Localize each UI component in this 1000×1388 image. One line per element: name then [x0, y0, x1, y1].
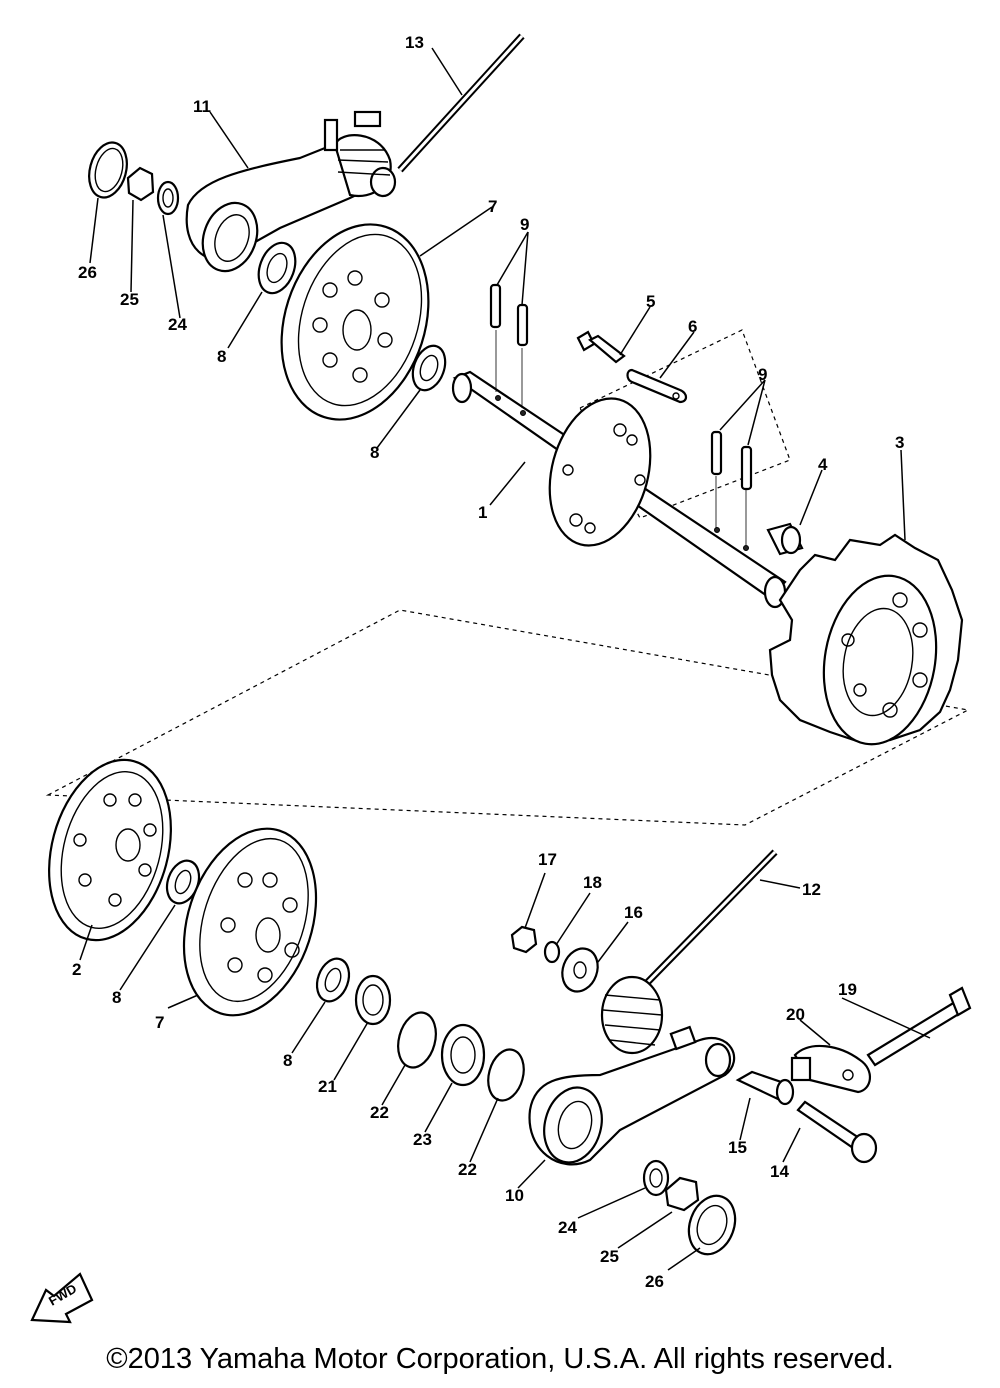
- forward-direction-arrow-icon: FWD: [30, 1272, 94, 1324]
- callout-19: 19: [838, 980, 857, 999]
- part-7-wheel: [182, 827, 318, 1017]
- callout-8: 8: [112, 988, 121, 1007]
- part-26-cap: [88, 141, 128, 199]
- callout-20: 20: [786, 1005, 805, 1024]
- callout-21: 21: [318, 1077, 337, 1096]
- part-20-bracket: [790, 1044, 871, 1094]
- torsion-spring: [600, 975, 664, 1055]
- part-25-nut: [126, 166, 155, 202]
- callout-8: 8: [370, 443, 379, 462]
- callout-12: 12: [802, 880, 821, 899]
- callout-leaders: [79, 47, 931, 1271]
- copyright-notice: ©2013 Yamaha Motor Corporation, U.S.A. A…: [106, 1343, 894, 1375]
- part-6-clip: [626, 368, 688, 404]
- part-11-arm: [185, 110, 397, 273]
- part-2-hub: [48, 758, 172, 942]
- callout-numbers: 13 11 7 9 5 6 9 4 3 1 26 25 24 8 8 2 8 7…: [72, 33, 904, 1291]
- callout-7: 7: [155, 1013, 164, 1032]
- callout-1: 1: [478, 503, 487, 522]
- part-25-nut: [664, 1176, 700, 1212]
- part-13-rod: [397, 33, 525, 173]
- callout-13: 13: [405, 33, 424, 52]
- part-24-washer: [156, 180, 180, 216]
- part-9-pins: [710, 430, 753, 545]
- part-23-bearing: [440, 1023, 486, 1087]
- part-26-cap: [687, 1194, 737, 1256]
- callout-8: 8: [283, 1051, 292, 1070]
- part-5-bolt: [576, 330, 626, 364]
- part-15-collar: [735, 1070, 795, 1106]
- part-4-collar: [766, 522, 804, 556]
- part-18-washer: [543, 940, 561, 964]
- callout-25: 25: [120, 290, 139, 309]
- callout-22: 22: [458, 1160, 477, 1179]
- callout-26: 26: [78, 263, 97, 282]
- callout-26: 26: [645, 1272, 664, 1291]
- part-22-circlip: [397, 1011, 437, 1069]
- part-10-arm: [528, 1025, 736, 1166]
- lower-assembly-frame: [45, 609, 970, 826]
- callout-23: 23: [413, 1130, 432, 1149]
- callout-3: 3: [895, 433, 904, 452]
- part-22-circlip: [487, 1048, 525, 1102]
- part-7-wheel: [280, 223, 430, 421]
- callout-9: 9: [520, 215, 529, 234]
- callout-22: 22: [370, 1103, 389, 1122]
- callout-4: 4: [818, 455, 828, 474]
- callout-15: 15: [728, 1138, 747, 1157]
- part-14-bolt: [796, 1100, 878, 1164]
- part-8-washer: [315, 957, 351, 1003]
- callout-24: 24: [168, 315, 187, 334]
- callout-16: 16: [624, 903, 643, 922]
- shaft-flange: [548, 397, 652, 547]
- callout-8: 8: [217, 347, 226, 366]
- callout-14: 14: [770, 1162, 789, 1181]
- callout-5: 5: [646, 292, 655, 311]
- callout-25: 25: [600, 1247, 619, 1266]
- part-17-nut: [510, 925, 538, 954]
- part-16-washer: [561, 947, 599, 993]
- part-3-sprocket: [768, 533, 964, 746]
- callout-17: 17: [538, 850, 557, 869]
- callout-11: 11: [193, 97, 211, 116]
- part-21-seal: [354, 974, 392, 1026]
- part-9-pins: [489, 283, 529, 408]
- part-19-bolt: [866, 986, 972, 1067]
- part-24-washer: [642, 1159, 670, 1197]
- callout-2: 2: [72, 960, 81, 979]
- part-8-washer: [411, 344, 447, 392]
- callout-9: 9: [758, 365, 767, 384]
- part-8-washer: [257, 241, 297, 295]
- callout-10: 10: [505, 1186, 524, 1205]
- part-12-rod: [637, 849, 778, 993]
- callout-18: 18: [583, 873, 602, 892]
- callout-6: 6: [688, 317, 697, 336]
- callout-7: 7: [488, 197, 497, 216]
- callout-24: 24: [558, 1218, 577, 1237]
